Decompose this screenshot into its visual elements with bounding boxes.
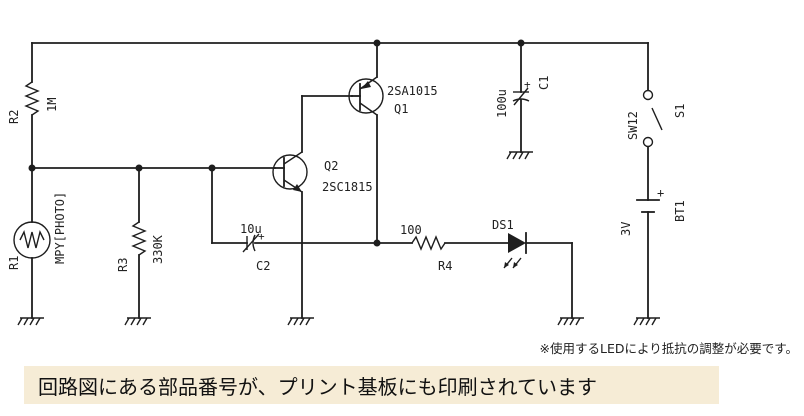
led-resistor-note: ※使用するLEDにより抵抗の調整が必要です。 — [540, 341, 798, 356]
photoresistor-r1 — [13, 167, 51, 326]
q1-value-label: 2SA1015 — [387, 84, 438, 98]
svg-text:+: + — [524, 78, 531, 91]
transistor-q1 — [348, 42, 384, 244]
r1-ref-label: R1 — [7, 256, 21, 270]
bt1-polarity-label: + — [657, 186, 664, 200]
transistor-q2 — [272, 95, 314, 326]
svg-text:+: + — [258, 230, 265, 243]
r3-value-label: 330K — [151, 234, 165, 264]
led-ds1 — [503, 232, 584, 326]
resistor-r4 — [376, 235, 509, 251]
r4-ref-label: R4 — [438, 259, 452, 273]
battery-bt1 — [633, 199, 660, 326]
r4-value-label: 100 — [400, 223, 422, 237]
resistor-r3 — [124, 167, 151, 326]
resistor-r2 — [24, 42, 40, 169]
banner-text: 回路図にある部品番号が、プリント基板にも印刷されています — [38, 374, 597, 399]
r1-value-label: MPY[PHOTO] — [53, 192, 67, 264]
capacitor-c1: + — [506, 42, 533, 160]
r2-value-label: 1M — [45, 98, 59, 112]
r2-ref-label: R2 — [7, 110, 21, 124]
s1-value-label: SW12 — [626, 111, 640, 140]
c1-value-label: 100u — [495, 89, 509, 118]
s1-ref-label: S1 — [673, 104, 687, 118]
q2-value-label: 2SC1815 — [322, 180, 373, 194]
r3-ref-label: R3 — [116, 258, 130, 272]
c2-value-label: 10u — [240, 222, 262, 236]
info-banner: 回路図にある部品番号が、プリント基板にも印刷されています — [24, 366, 719, 404]
ds1-ref-label: DS1 — [492, 218, 514, 232]
bt1-ref-label: BT1 — [673, 200, 687, 222]
bt1-value-label: 3V — [619, 222, 633, 236]
q1-ref-label: Q1 — [394, 102, 408, 116]
c2-ref-label: C2 — [256, 259, 270, 273]
q2-ref-label: Q2 — [324, 159, 338, 173]
switch-s1 — [642, 42, 663, 201]
c1-ref-label: C1 — [537, 76, 551, 90]
capacitor-c2: + — [211, 167, 378, 253]
